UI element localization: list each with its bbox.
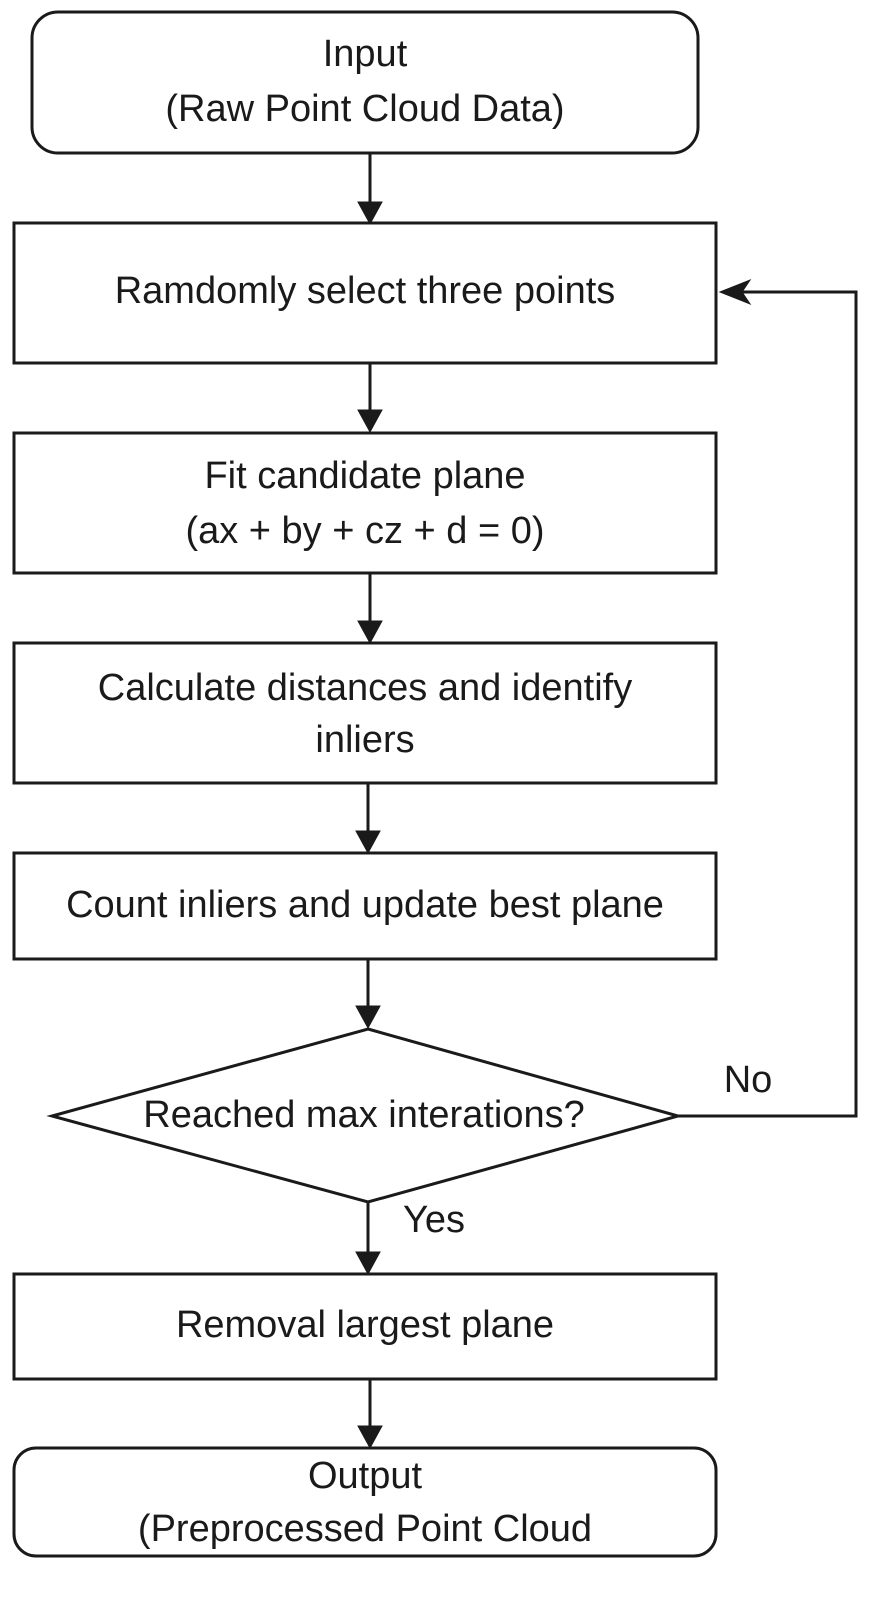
node-fit-line-1: Fit candidate plane bbox=[204, 455, 525, 497]
edge-label-yes: Yes bbox=[403, 1199, 465, 1241]
arrowhead-select-to-fit bbox=[357, 409, 383, 434]
node-fit-shape bbox=[12, 431, 718, 575]
node-input: Input (Raw Point Cloud Data) bbox=[30, 10, 700, 155]
node-select: Ramdomly select three points bbox=[12, 221, 718, 365]
node-fit: Fit candidate plane (ax + by + cz + d = … bbox=[12, 431, 718, 575]
node-output-line-2: (Preprocessed Point Cloud bbox=[138, 1508, 592, 1550]
arrowhead-distances-to-count bbox=[355, 830, 381, 855]
node-fit-line-2: (ax + by + cz + d = 0) bbox=[185, 510, 544, 552]
node-count-line-1: Count inliers and update best plane bbox=[66, 884, 664, 926]
node-removal: Removal largest plane bbox=[12, 1272, 718, 1381]
node-distances: Calculate distances and identify inliers bbox=[12, 641, 718, 785]
node-distances-shape bbox=[12, 641, 718, 785]
node-removal-line-1: Removal largest plane bbox=[176, 1304, 554, 1346]
arrowhead-fit-to-distances bbox=[357, 620, 383, 645]
node-decision: Reached max interations? bbox=[46, 1027, 684, 1204]
node-removal-shape bbox=[12, 1272, 718, 1381]
node-input-shape bbox=[30, 10, 700, 155]
node-select-shape bbox=[12, 221, 718, 365]
node-output-shape bbox=[12, 1446, 718, 1558]
edge-label-no: No bbox=[724, 1059, 773, 1101]
node-distances-line-2: inliers bbox=[315, 719, 414, 761]
arrowhead-decision-to-removal bbox=[355, 1251, 381, 1276]
node-count: Count inliers and update best plane bbox=[12, 851, 718, 961]
arrowhead-loop-no bbox=[718, 278, 752, 306]
node-output: Output (Preprocessed Point Cloud bbox=[12, 1446, 718, 1558]
node-input-line-1: Input bbox=[323, 33, 408, 75]
node-input-line-2: (Raw Point Cloud Data) bbox=[165, 88, 564, 130]
edge-loop-no bbox=[678, 290, 858, 1118]
node-decision-line-1: Reached max interations? bbox=[143, 1094, 584, 1136]
edges bbox=[355, 154, 858, 1450]
node-output-line-1: Output bbox=[308, 1455, 423, 1497]
node-decision-shape bbox=[46, 1027, 684, 1204]
arrowhead-removal-to-output bbox=[357, 1425, 383, 1450]
node-distances-line-1: Calculate distances and identify bbox=[98, 667, 632, 709]
node-count-shape bbox=[12, 851, 718, 961]
arrowhead-input-to-select bbox=[357, 201, 383, 226]
node-select-line-1: Ramdomly select three points bbox=[115, 270, 616, 312]
arrowhead-count-to-decision bbox=[355, 1005, 381, 1030]
